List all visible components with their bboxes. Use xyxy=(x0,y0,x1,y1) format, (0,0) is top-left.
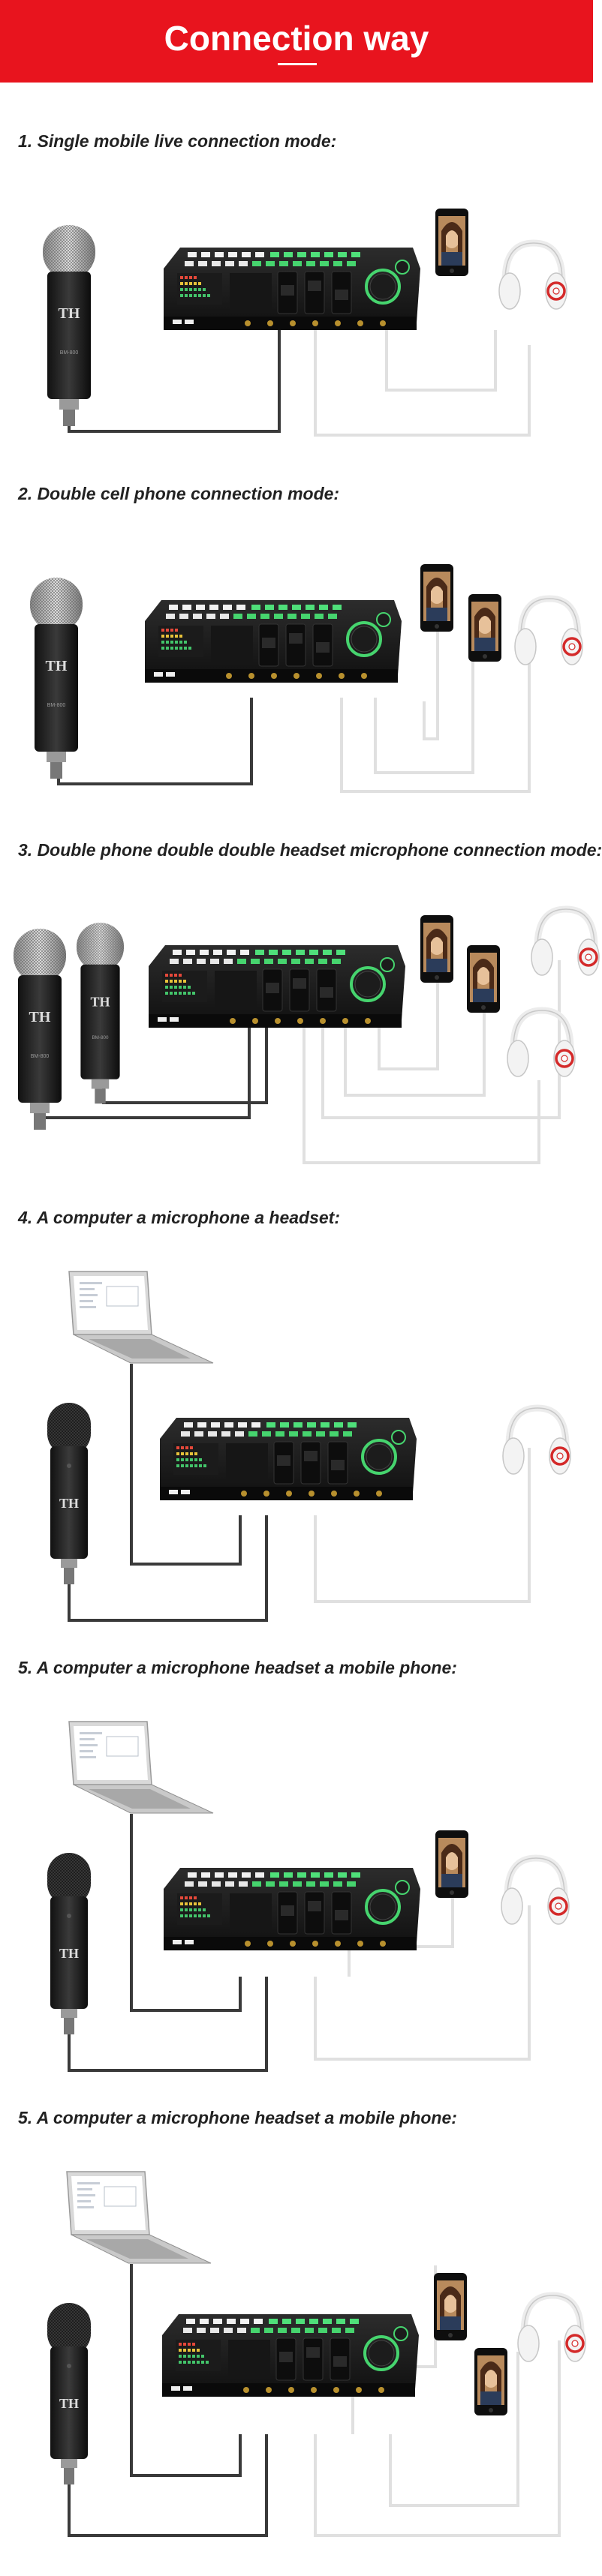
condenser-microphone-icon xyxy=(14,929,66,1130)
section-heading: 3. Double phone double double headset mi… xyxy=(18,840,602,860)
headphones-icon xyxy=(499,243,567,309)
connection-diagram-5 xyxy=(47,1721,593,2072)
headphones-icon xyxy=(531,909,599,975)
connection-diagram-2 xyxy=(30,564,593,793)
headphones-icon xyxy=(518,2295,585,2361)
smartphone-icon xyxy=(435,1830,468,1898)
section-heading: 5. A computer a microphone headset a mob… xyxy=(18,1658,457,1677)
condenser-microphone-icon xyxy=(43,225,95,426)
dynamic-microphone-icon xyxy=(47,2303,91,2484)
laptop-icon xyxy=(68,1721,214,1814)
sound-card-icon xyxy=(143,599,403,684)
connection-diagram-6 xyxy=(47,2171,593,2537)
connection-diagram-3 xyxy=(14,893,593,1164)
section-heading: 4. A computer a microphone a headset: xyxy=(18,1208,341,1227)
laptop-icon xyxy=(68,1271,214,1364)
sound-card-icon xyxy=(161,2313,420,2398)
smartphone-icon xyxy=(468,594,501,662)
sound-card-icon xyxy=(158,1416,418,1502)
dynamic-microphone-icon xyxy=(47,1403,91,1584)
smartphone-icon xyxy=(467,945,500,1013)
smartphone-icon xyxy=(474,2348,507,2415)
smartphone-icon xyxy=(420,915,453,983)
laptop-icon xyxy=(66,2171,212,2264)
section-heading: 5. A computer a microphone headset a mob… xyxy=(18,2108,457,2127)
smartphone-icon xyxy=(420,564,453,632)
headphones-icon xyxy=(507,1010,575,1076)
smartphone-icon xyxy=(434,2273,467,2340)
title-underline xyxy=(278,63,317,65)
headphones-icon xyxy=(515,599,582,665)
section-heading: 2. Double cell phone connection mode: xyxy=(18,484,340,503)
header-banner: Connection way xyxy=(0,0,593,83)
section-heading: 1. Single mobile live connection mode: xyxy=(18,131,337,151)
sound-card-icon xyxy=(162,246,422,332)
condenser-microphone-icon xyxy=(77,923,124,1104)
page-title: Connection way xyxy=(164,19,429,58)
headphones-icon xyxy=(501,1858,569,1924)
condenser-microphone-icon xyxy=(30,578,83,779)
connection-diagram-1 xyxy=(43,209,593,437)
sound-card-icon xyxy=(147,944,407,1029)
headphones-icon xyxy=(503,1408,570,1474)
connection-diagram-4 xyxy=(47,1271,593,1622)
smartphone-icon xyxy=(435,209,468,276)
sound-card-icon xyxy=(162,1866,422,1952)
dynamic-microphone-icon xyxy=(47,1853,91,2034)
